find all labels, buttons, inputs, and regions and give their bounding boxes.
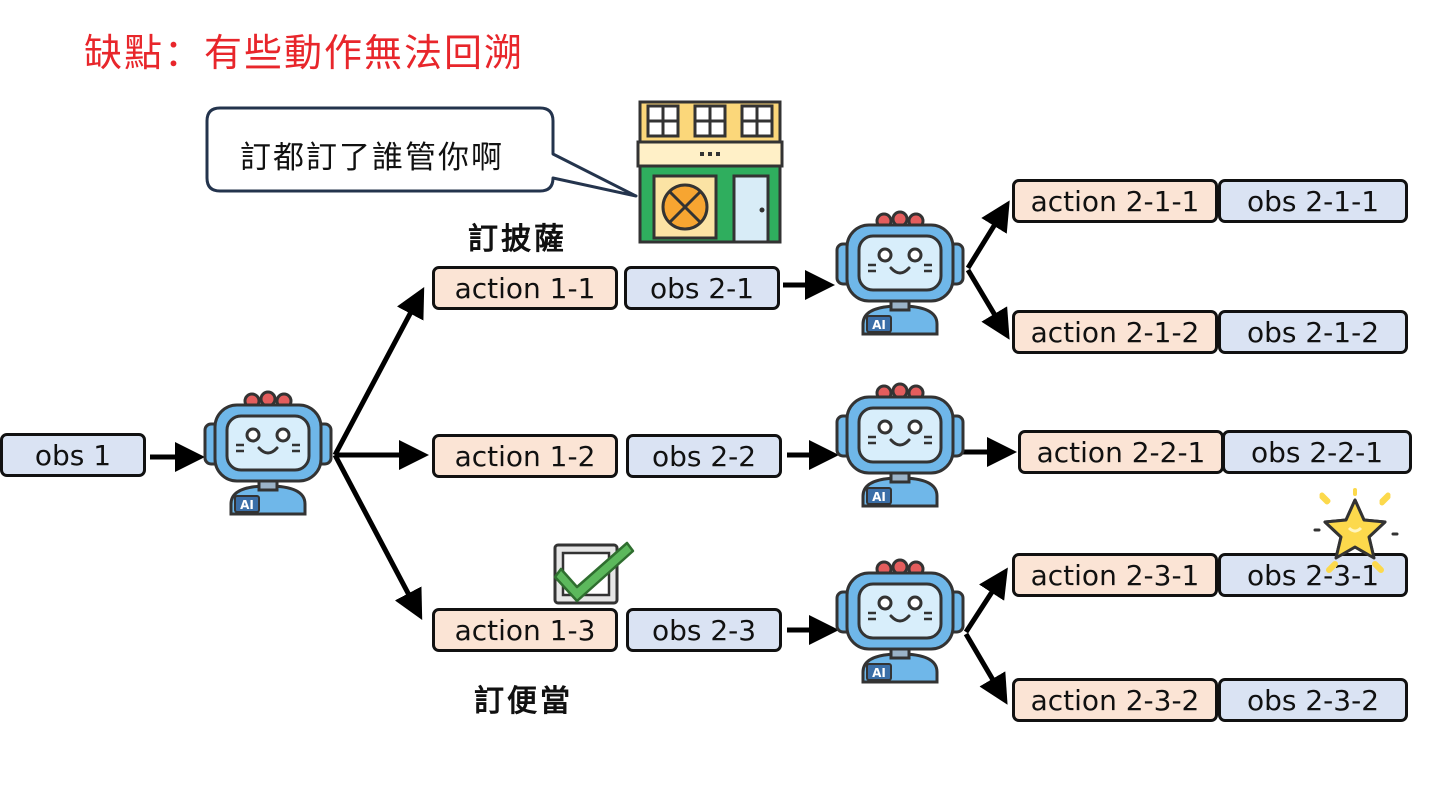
speech-bubble xyxy=(205,106,638,198)
speech-bubble-text: 訂都訂了誰管你啊 xyxy=(240,140,504,176)
sparkle-star-overlay xyxy=(1319,492,1391,573)
slide-title: 缺點：有些動作無法回溯 xyxy=(84,31,525,75)
node-obs-2-3-2: obs 2-3-2 xyxy=(1218,678,1408,722)
node-obs-2-1-1: obs 2-1-1 xyxy=(1218,179,1408,223)
arrow-branch-1-3 xyxy=(332,453,423,620)
svg-text:AI: AI xyxy=(240,498,254,512)
label-order-bento: 訂便當 xyxy=(474,684,573,719)
arrow-branch-2-1-2 xyxy=(965,268,1010,340)
arrow-branch-2-3-1 xyxy=(963,567,1008,634)
node-action-2-2-1: action 2-2-1 xyxy=(1018,430,1224,474)
node-action-1-2: action 1-2 xyxy=(432,434,618,478)
checkbox-check-icon xyxy=(553,541,635,605)
arrow-branch-2-1-1 xyxy=(965,200,1010,270)
node-action-1-3: action 1-3 xyxy=(432,608,618,652)
pizza-shop-icon xyxy=(636,100,784,244)
node-obs-2-3: obs 2-3 xyxy=(626,608,782,652)
node-obs-2-2-1: obs 2-2-1 xyxy=(1222,430,1412,474)
node-action-1-1: action 1-1 xyxy=(432,266,618,310)
robot-icon: AI xyxy=(203,388,333,518)
label-order-pizza: 訂披薩 xyxy=(468,222,567,257)
node-obs-2-1: obs 2-1 xyxy=(624,266,780,310)
node-obs-2-2: obs 2-2 xyxy=(626,434,782,478)
svg-text:AI: AI xyxy=(872,318,886,332)
node-action-2-1-2: action 2-1-2 xyxy=(1012,310,1218,354)
node-obs-1: obs 1 xyxy=(0,433,146,477)
arrow-branch-1-1 xyxy=(332,287,425,457)
svg-text:AI: AI xyxy=(872,490,886,504)
node-action-2-3-1: action 2-3-1 xyxy=(1012,553,1218,597)
robot-icon: AI xyxy=(835,556,965,686)
svg-text:AI: AI xyxy=(872,666,886,680)
arrow-branch-2-3-2 xyxy=(963,632,1008,705)
node-obs-2-3-1: obs 2-3-1 xyxy=(1218,553,1408,597)
node-obs-2-1-2: obs 2-1-2 xyxy=(1218,310,1408,354)
node-action-2-1-1: action 2-1-1 xyxy=(1012,179,1218,223)
robot-icon: AI xyxy=(835,208,965,338)
node-action-2-3-2: action 2-3-2 xyxy=(1012,678,1218,722)
robot-icon: AI xyxy=(835,380,965,510)
